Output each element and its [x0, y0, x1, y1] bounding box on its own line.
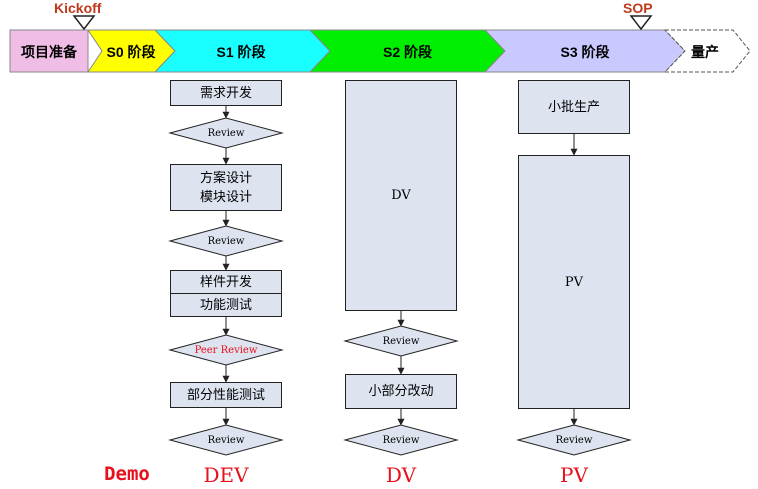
dv-review-1-diamond [343, 325, 459, 357]
dev-review-3-diamond [168, 424, 284, 456]
dev-review-1-label: Review [207, 127, 245, 139]
pv-review-diamond [516, 424, 632, 456]
dv-main-box: DV [345, 80, 457, 311]
phase-s0-label: S0 阶段 [106, 44, 156, 60]
dev-peer-review-label: Peer Review [194, 344, 258, 356]
dv-minor-change-text: 小部分改动 [368, 384, 434, 399]
pv-main-box: PV [518, 155, 630, 409]
dv-main-text: DV [391, 188, 411, 203]
dev-step-requirements-text: 需求开发 [199, 85, 252, 101]
pv-pilot-production-text: 小批生产 [547, 99, 600, 115]
dev-step-design-line2: 模块设计 [199, 189, 252, 205]
bottom-label-demo: Demo [104, 463, 150, 485]
phase-mp-shape [663, 29, 751, 73]
phase-s2-label: S2 阶段 [382, 44, 432, 60]
kickoff-label: Kickoff [54, 0, 102, 16]
phase-prep-label: 项目准备 [21, 44, 77, 60]
dev-review-2-label: Review [207, 235, 245, 247]
bottom-label-dev: DEV [203, 463, 249, 487]
kickoff-marker [72, 15, 96, 31]
sop-label: SOP [623, 0, 653, 16]
dev-step-prototype: 样件开发 [170, 270, 282, 294]
pv-pilot-production-box: 小批生产 [518, 80, 630, 134]
dev-step-function-test-text: 功能测试 [199, 297, 252, 313]
bottom-label-pv: PV [560, 463, 588, 487]
pv-main-text: PV [564, 274, 584, 290]
dev-step-design-line1: 方案设计 [199, 170, 252, 186]
dv-review-1-label: Review [382, 335, 420, 347]
pv-review-label: Review [555, 434, 593, 446]
dv-minor-change-box: 小部分改动 [345, 374, 457, 409]
dev-step-prototype-text: 样件开发 [199, 274, 252, 290]
dev-step-performance-test-text: 部分性能测试 [186, 387, 265, 403]
phase-s1-label: S1 阶段 [216, 44, 266, 60]
dev-step-requirements: 需求开发 [170, 80, 282, 106]
bottom-label-dv: DV [385, 463, 417, 487]
dev-step-function-test: 功能测试 [170, 293, 282, 317]
dv-review-2-diamond [343, 424, 459, 456]
dev-peer-review-diamond [168, 334, 284, 366]
dev-step-performance-test: 部分性能测试 [170, 382, 282, 408]
dev-review-2-diamond [168, 225, 284, 257]
dev-review-3-label: Review [207, 434, 245, 446]
dev-review-1-diamond [168, 117, 284, 149]
phase-s3-label: S3 阶段 [560, 44, 610, 60]
phase-mp-label: 量产 [691, 44, 719, 60]
dv-review-2-label: Review [382, 434, 420, 446]
sop-marker [629, 15, 653, 31]
dev-step-design: 方案设计 模块设计 [170, 164, 282, 211]
